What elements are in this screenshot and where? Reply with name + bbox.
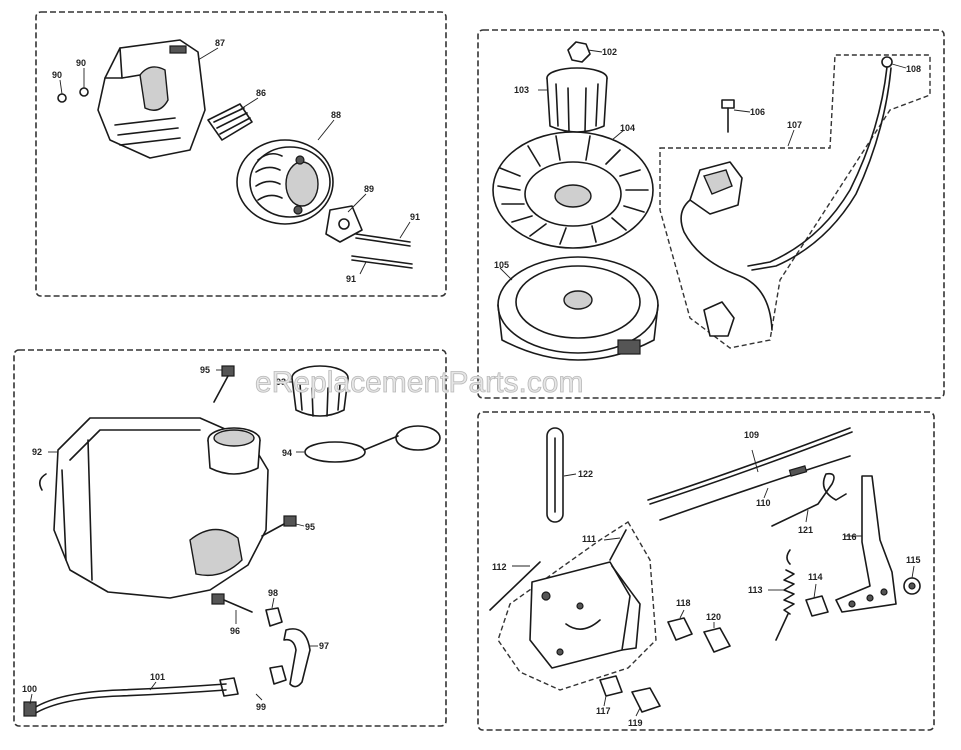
label-102: 102 [602,47,617,57]
flywheel-nut[interactable] [567,41,591,63]
label-119: 119 [628,718,643,728]
choke-rod[interactable] [489,561,541,611]
stud-lower[interactable] [351,255,413,265]
label-120: 120 [706,612,721,622]
panel-flywheel-ignition: 102 103 104 105 106 107 108 [477,29,945,399]
label-101: 101 [150,672,165,682]
governor-link[interactable] [546,427,564,523]
fuel-line[interactable] [33,683,227,715]
governor-lever[interactable] [835,475,897,613]
label-109: 109 [744,430,759,440]
flywheel[interactable] [492,131,654,249]
label-108: 108 [906,64,921,74]
label-90-right: 90 [76,58,86,68]
air-filter-element[interactable] [207,103,253,141]
label-117: 117 [596,706,611,716]
starter-cup[interactable] [546,67,608,133]
watermark: eReplacementParts.com [255,366,583,399]
label-96: 96 [230,626,240,636]
label-105: 105 [494,260,509,270]
governor-rod[interactable] [659,455,851,521]
label-103: 103 [514,85,529,95]
label-87: 87 [215,38,225,48]
label-91-upper: 91 [410,212,420,222]
fuel-cap[interactable] [291,365,349,417]
hose-clamp-line[interactable] [219,677,239,697]
stud-upper[interactable] [355,233,411,243]
panel-air-cleaner: 87 86 88 89 90 90 91 91 [35,11,447,297]
label-113: 113 [748,585,763,595]
governor-spring[interactable] [775,549,795,641]
label-86: 86 [256,88,266,98]
fuel-hose[interactable] [283,628,311,688]
nut-left[interactable] [57,93,67,103]
spark-plug-boot[interactable] [703,301,735,337]
label-111: 111 [582,534,596,544]
label-121: 121 [798,525,813,535]
tank-bolt[interactable] [211,593,253,613]
label-114: 114 [808,572,823,582]
label-116: 116 [842,532,857,542]
label-90-left: 90 [52,70,62,80]
label-92: 92 [32,447,42,457]
air-cleaner-base[interactable] [236,139,334,225]
label-110: 110 [756,498,771,508]
panel-fuel-tank: 95 93 92 94 95 98 96 97 100 101 99 [13,349,447,727]
throttle-stop[interactable] [805,595,829,617]
label-104: 104 [620,123,635,133]
ground-wire[interactable] [747,56,893,271]
label-107: 107 [787,120,802,130]
coil-screw[interactable] [721,99,735,133]
tank-screw-side[interactable] [261,515,297,537]
control-bracket-outline [497,521,657,691]
bushing[interactable] [667,617,693,641]
spacer[interactable] [599,675,623,697]
cap-tether[interactable] [304,425,441,463]
throttle-cable[interactable] [647,427,853,505]
label-95-upper: 95 [200,365,210,375]
tank-cap[interactable] [207,427,261,475]
panel-governor-controls: 109 122 110 121 111 116 112 115 113 114 … [477,411,935,731]
label-95-side: 95 [305,522,315,532]
control-bracket[interactable] [529,529,641,669]
bracket-screw-lower[interactable] [631,687,661,713]
tank-screw-upper[interactable] [213,365,235,403]
bracket-screw-upper[interactable] [703,627,731,653]
hose-clamp-upper[interactable] [265,607,283,627]
governor-spring-link[interactable] [771,472,847,527]
label-118: 118 [676,598,691,608]
label-93: 93 [276,377,286,387]
label-91-lower: 91 [346,274,356,284]
label-97: 97 [319,641,329,651]
hose-clamp-lower[interactable] [269,665,287,685]
label-94: 94 [282,448,292,458]
label-106: 106 [750,107,765,117]
label-99: 99 [256,702,266,712]
flywheel-housing[interactable] [497,256,659,361]
label-122: 122 [578,469,593,479]
air-cleaner-gasket[interactable] [325,205,363,243]
label-88: 88 [331,110,341,120]
label-89: 89 [364,184,374,194]
air-cleaner-cover[interactable] [97,39,206,159]
label-100: 100 [22,684,37,694]
nut-right[interactable] [79,87,89,97]
ignition-coil[interactable] [680,161,773,331]
label-98: 98 [268,588,278,598]
label-112: 112 [492,562,507,572]
label-115: 115 [906,555,921,565]
fuel-line-fitting[interactable] [23,701,37,717]
